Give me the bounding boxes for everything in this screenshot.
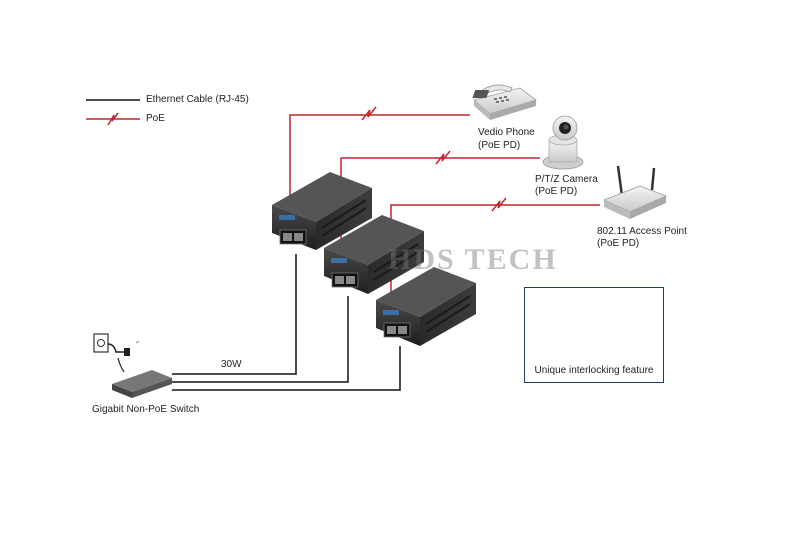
switch-icon xyxy=(112,340,172,398)
poe-bolt-1 xyxy=(361,106,377,121)
legend-ethernet-label: Ethernet Cable (RJ-45) xyxy=(146,94,249,105)
legend-poe-label: PoE xyxy=(146,113,165,124)
poe-injector-2 xyxy=(324,215,424,294)
outlet-icon xyxy=(93,333,130,373)
inset-caption: Unique interlocking feature xyxy=(534,365,654,376)
poe-injector-3 xyxy=(376,267,476,346)
legend xyxy=(86,99,140,126)
phone-sublabel: (PoE PD) xyxy=(478,140,521,151)
phone-icon xyxy=(472,84,537,120)
access-point-label: 802.11 Access Point xyxy=(597,226,687,237)
poe-bolt-2 xyxy=(435,150,451,165)
switch-label: Gigabit Non-PoE Switch xyxy=(92,404,200,415)
ethernet-line-1 xyxy=(172,254,297,375)
camera-label: P/T/Z Camera xyxy=(535,174,598,185)
access-point-sublabel: (PoE PD) xyxy=(597,238,640,249)
poe-line-ap xyxy=(390,204,600,320)
ethernet-lines xyxy=(172,254,401,391)
ethernet-line-2 xyxy=(172,296,349,383)
camera-icon xyxy=(542,115,584,170)
poe-bolt-3 xyxy=(491,197,507,212)
poe-injector-1 xyxy=(272,172,372,250)
poe-line-phone xyxy=(289,114,470,228)
interlocking-inset: Unique interlocking feature xyxy=(524,287,664,383)
power-label: 30W xyxy=(221,359,242,370)
access-point-icon xyxy=(602,165,668,219)
phone-label: Vedio Phone xyxy=(478,127,535,138)
watermark: HDS TECH xyxy=(388,243,558,276)
camera-sublabel: (PoE PD) xyxy=(535,186,578,197)
legend-poe-swatch xyxy=(86,112,140,126)
ethernet-line-3 xyxy=(172,346,401,391)
